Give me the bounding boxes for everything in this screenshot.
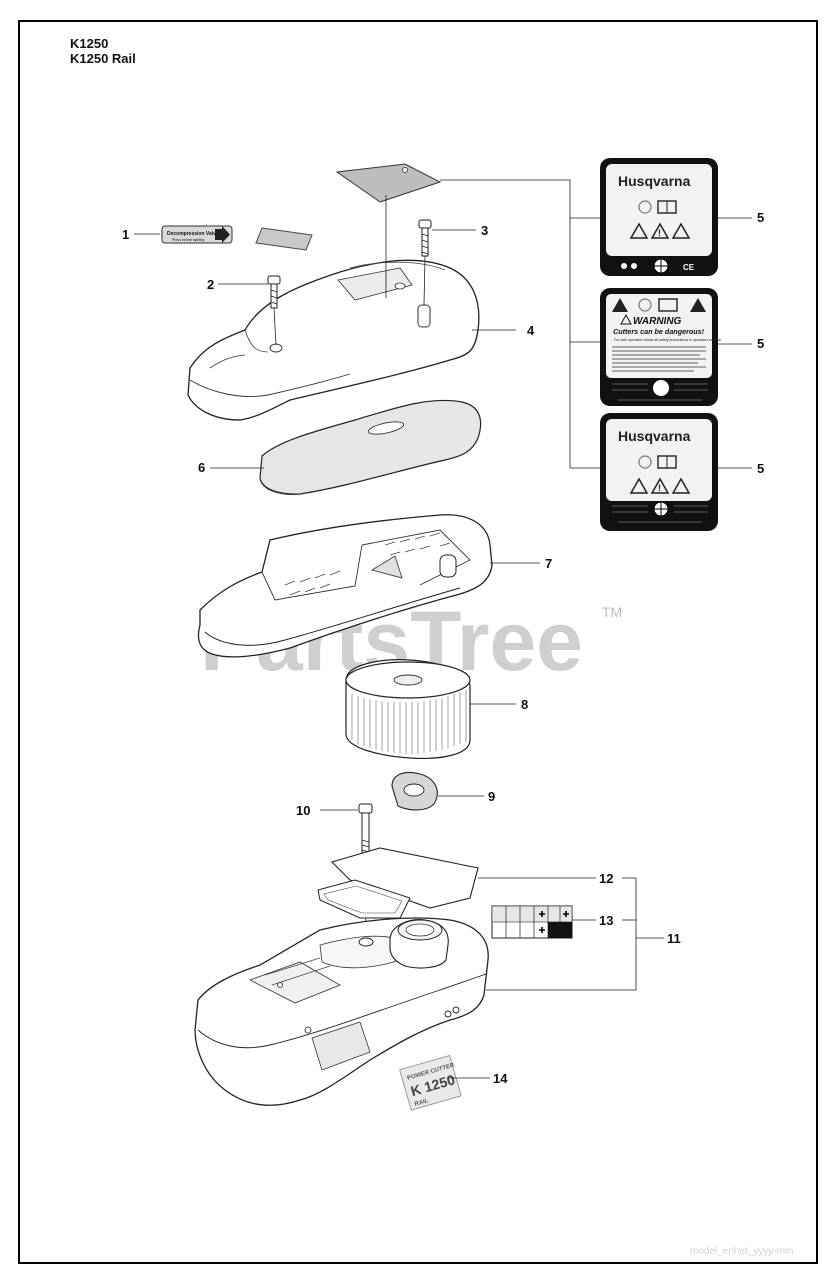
- callout-14: 14: [493, 1071, 508, 1086]
- hazard-icon: [671, 222, 691, 239]
- callout-8: 8: [521, 697, 528, 712]
- callout-4: 4: [527, 323, 535, 338]
- part-5-decal-b[interactable]: WARNING Cutters can be dangerous! For sa…: [600, 288, 722, 406]
- callout-5c: 5: [757, 461, 764, 476]
- callout-6: 6: [198, 460, 205, 475]
- part-9-grommet[interactable]: [391, 771, 438, 811]
- part-11-base-housing[interactable]: [194, 917, 489, 1106]
- manual-icon: [658, 298, 678, 312]
- hazard-icon: [690, 298, 706, 312]
- callout-13: 13: [599, 913, 613, 928]
- part-1-decal[interactable]: Decompression Valve Press before startin…: [161, 225, 313, 251]
- leader-lines: [134, 179, 752, 1079]
- hazard-icon: [629, 222, 649, 239]
- part-5-decal-c[interactable]: Husqvarna !: [600, 413, 718, 531]
- decal-b-warning-subtitle: Cutters can be dangerous!: [613, 327, 705, 336]
- model-title-1: K1250: [70, 36, 109, 51]
- part-12-gasket[interactable]: [317, 847, 479, 919]
- part-10-bolt[interactable]: [358, 803, 373, 854]
- decal-b-warning-intro: For safe operation follow all safety pre…: [614, 338, 722, 342]
- watermark-trademark: TM: [602, 604, 623, 620]
- part-3-screw[interactable]: [418, 219, 432, 257]
- callout-11: 11: [667, 931, 681, 946]
- cover-top-decal[interactable]: [335, 163, 442, 203]
- part-8-air-filter[interactable]: [345, 659, 471, 760]
- svg-text:!: !: [658, 483, 661, 493]
- helmet-icon: [638, 298, 652, 312]
- helmet-icon: [638, 200, 652, 214]
- svg-text:CE: CE: [683, 263, 695, 272]
- model-badge-line3: RAIL: [414, 1098, 429, 1108]
- footer-code: model_enhet_yyyy-mm: [690, 1246, 794, 1257]
- callout-7: 7: [545, 556, 552, 571]
- part-13-symbol-label[interactable]: [491, 905, 573, 939]
- callout-1: 1: [122, 227, 129, 242]
- helmet-icon: [638, 455, 652, 469]
- decal-decompression-title: Decompression Valve: [167, 231, 219, 237]
- callout-3: 3: [481, 223, 488, 238]
- model-title-2: K1250 Rail: [70, 51, 136, 66]
- arrow-right-icon: [215, 226, 230, 243]
- warning-icon: [650, 222, 670, 239]
- decal-c-brand: Husqvarna: [618, 428, 691, 444]
- part-6-prefilter[interactable]: [259, 399, 482, 495]
- callout-9: 9: [488, 789, 495, 804]
- callout-10: 10: [296, 803, 310, 818]
- svg-text:!: !: [658, 228, 661, 238]
- decal-b-warning-title: WARNING: [633, 316, 682, 327]
- callout-2: 2: [207, 277, 214, 292]
- part-5-decal-a[interactable]: Husqvarna ! CE: [600, 158, 718, 276]
- decal-decompression-sub: Press before starting: [172, 238, 204, 242]
- callout-5b: 5: [757, 336, 764, 351]
- warning-icon: [650, 477, 670, 494]
- decal-a-brand: Husqvarna: [618, 173, 691, 189]
- callout-5a: 5: [757, 210, 764, 225]
- hazard-icon: [629, 477, 649, 494]
- hazard-icon: [612, 298, 628, 312]
- hazard-icon: [671, 477, 691, 494]
- callout-12: 12: [599, 871, 613, 886]
- part-7-filter-housing[interactable]: [197, 514, 493, 658]
- part-4-cover[interactable]: [187, 259, 480, 421]
- part-14-model-decal[interactable]: POWER CUTTER K 1250 RAIL: [399, 1054, 464, 1111]
